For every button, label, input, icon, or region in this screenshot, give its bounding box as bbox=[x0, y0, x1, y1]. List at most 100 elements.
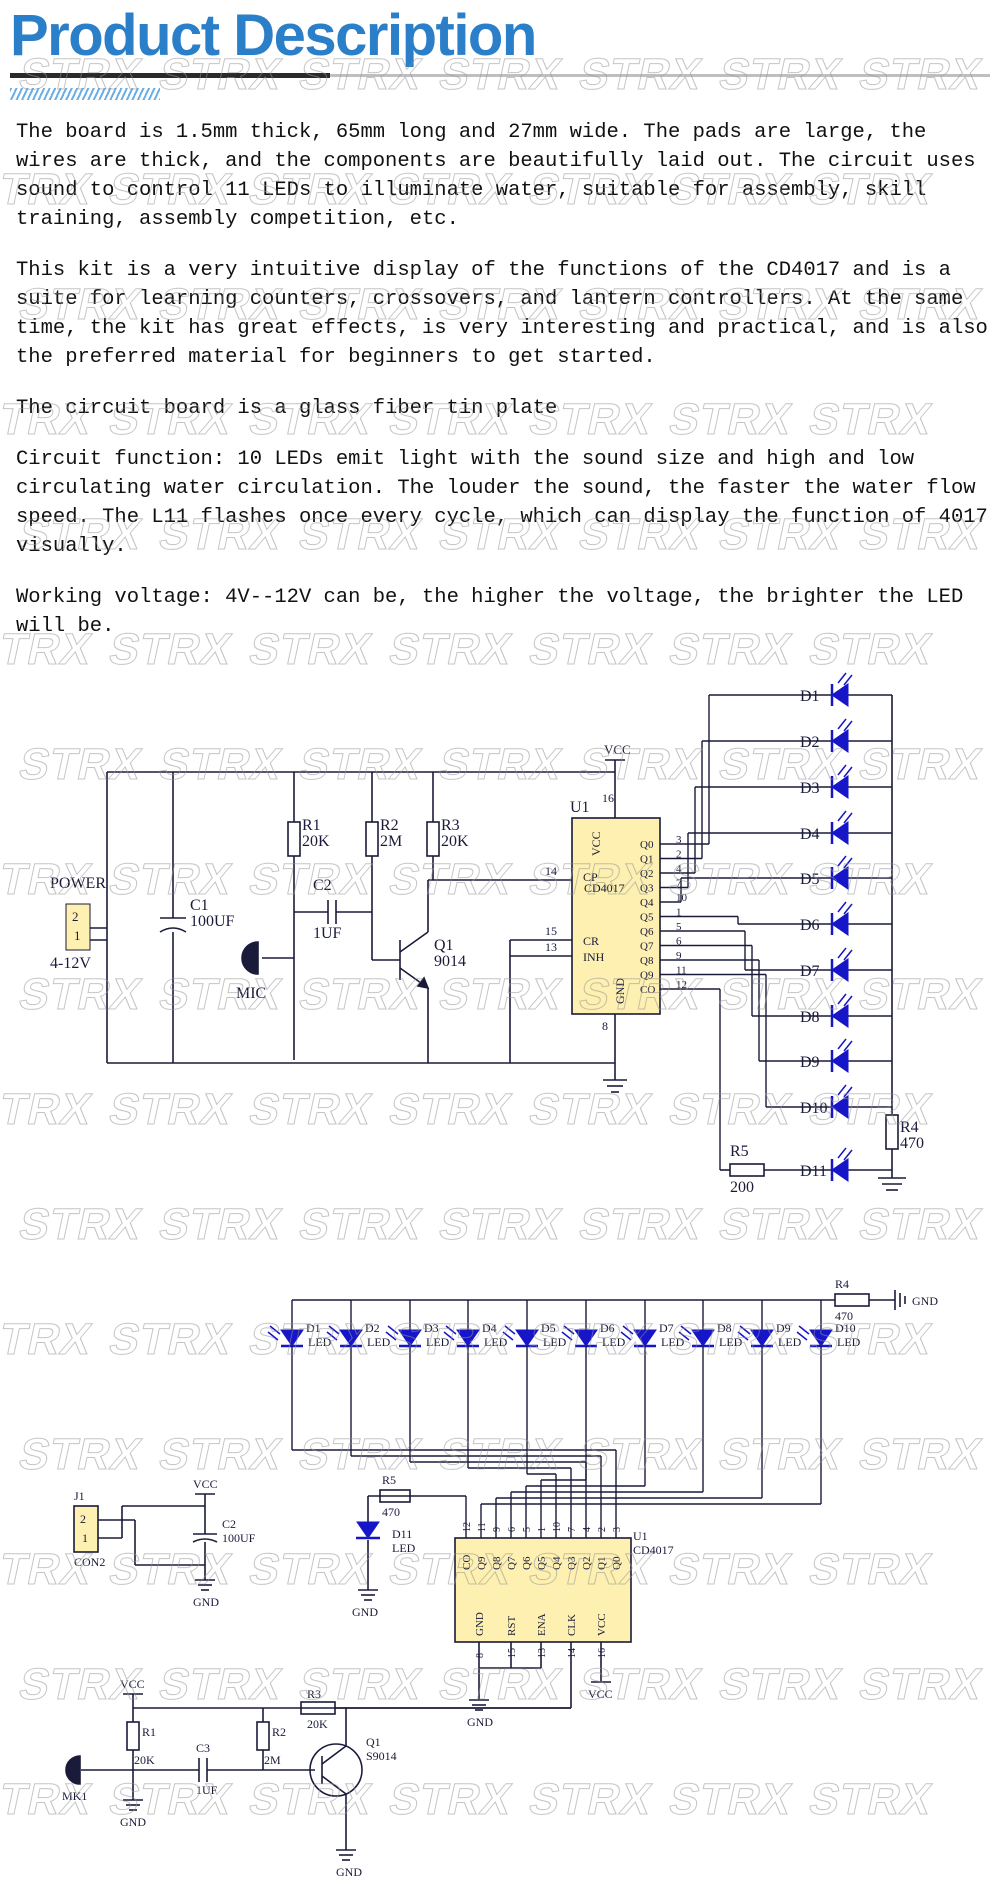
s2-led-text-8: LED bbox=[778, 1335, 802, 1349]
s2-r1-value: 20K bbox=[134, 1753, 155, 1767]
s2-led-d3 bbox=[385, 1325, 422, 1348]
s2-top-num-7: 7 bbox=[567, 1527, 578, 1532]
s1-led-label-d7: D7 bbox=[800, 963, 820, 980]
s1-led-d9 bbox=[830, 1038, 853, 1073]
s2-led-label-d10: D10 bbox=[835, 1321, 856, 1335]
s1-led-label-d1: D1 bbox=[800, 688, 820, 705]
s2-top-num-10: 10 bbox=[552, 1522, 563, 1532]
s2-bot-pin-clk: CLK bbox=[566, 1614, 578, 1636]
r1-label: R1 bbox=[302, 817, 321, 834]
pin-cr: CR bbox=[583, 934, 599, 948]
s1-output-q3: Q3 bbox=[640, 883, 654, 895]
s2-led-d10 bbox=[796, 1325, 833, 1348]
paragraph-kit-purpose: This kit is a very intuitive display of … bbox=[16, 259, 1000, 369]
s2-bot-pin-gnd: GND bbox=[474, 1612, 486, 1636]
s2-led-d5 bbox=[502, 1325, 539, 1348]
s1-out-pin-7: 7 bbox=[676, 878, 682, 890]
s2-bot-num-8: 8 bbox=[475, 1653, 486, 1658]
s1-out-pin-2: 2 bbox=[676, 849, 682, 861]
s2-led-text-3: LED bbox=[484, 1335, 508, 1349]
s2-bot-pin-rst: RST bbox=[506, 1616, 518, 1636]
r1-value: 20K bbox=[302, 833, 330, 850]
s2-c3-value: 1UF bbox=[196, 1783, 218, 1797]
s1-out-pin-1: 1 bbox=[676, 907, 682, 919]
s2-vcc-ic: VCC bbox=[588, 1687, 613, 1701]
s1-led-d11 bbox=[830, 1147, 853, 1182]
s2-led-d7 bbox=[620, 1325, 657, 1348]
d11-led: LED bbox=[392, 1541, 416, 1555]
s2-bot-num-13: 13 bbox=[537, 1648, 548, 1658]
s2-top-pin-q8: Q8 bbox=[491, 1556, 503, 1570]
s2-top-pin-co: CO bbox=[461, 1555, 473, 1570]
s1-led-label-d5: D5 bbox=[800, 871, 820, 888]
s1-led-d4 bbox=[830, 810, 853, 845]
s2-led-label-d7: D7 bbox=[659, 1321, 674, 1335]
s2-u1-label: U1 bbox=[633, 1529, 648, 1543]
s2-vcc-c2: VCC bbox=[193, 1477, 218, 1491]
s2-mk-label: MK1 bbox=[62, 1789, 87, 1803]
s2-r5-label: R5 bbox=[382, 1473, 396, 1487]
s2-top-num-11: 11 bbox=[477, 1522, 488, 1532]
s2-led-text-4: LED bbox=[543, 1335, 567, 1349]
title-underline bbox=[10, 74, 990, 77]
s2-vcc-mic: VCC bbox=[120, 1677, 145, 1691]
s2-led-label-d9: D9 bbox=[776, 1321, 791, 1335]
pin-8: 8 bbox=[602, 1019, 608, 1033]
s2-q1-value: S9014 bbox=[366, 1749, 397, 1763]
s1-output-q8: Q8 bbox=[640, 955, 654, 967]
s1-out-pin-11: 11 bbox=[676, 965, 687, 977]
s2-gnd-mic: GND bbox=[120, 1815, 146, 1829]
s2-led-text-1: LED bbox=[367, 1335, 391, 1349]
s2-bot-num-16: 16 bbox=[597, 1648, 608, 1658]
s2-top-pin-q1: Q1 bbox=[596, 1557, 608, 1570]
s2-led-text-6: LED bbox=[661, 1335, 685, 1349]
s2-bot-pin-ena: ENA bbox=[536, 1613, 548, 1636]
paragraph-working-voltage: Working voltage: 4V--12V can be, the hig… bbox=[16, 586, 976, 638]
s1-led-label-d10: D10 bbox=[800, 1100, 828, 1117]
title-hatch-decoration bbox=[10, 88, 160, 100]
r3-value: 20K bbox=[441, 833, 469, 850]
s1-led-label-d11: D11 bbox=[800, 1163, 827, 1180]
s2-c2-value: 100UF bbox=[222, 1531, 256, 1545]
s2-led-text-0: LED bbox=[308, 1335, 332, 1349]
s2-top-pin-q4: Q4 bbox=[551, 1556, 563, 1570]
s1-output-q6: Q6 bbox=[640, 926, 654, 938]
s2-top-pin-q0: Q0 bbox=[611, 1556, 623, 1570]
pin-13: 13 bbox=[545, 940, 557, 954]
u1-label: U1 bbox=[570, 799, 590, 816]
r2-label: R2 bbox=[380, 817, 399, 834]
power-label: POWER bbox=[50, 875, 106, 892]
s2-gnd-q1: GND bbox=[336, 1865, 362, 1879]
s2-r2-label: R2 bbox=[272, 1725, 286, 1739]
s2-top-num-6: 6 bbox=[507, 1527, 518, 1532]
s1-led-d2 bbox=[830, 718, 853, 753]
s2-top-num-5: 5 bbox=[522, 1527, 533, 1532]
s2-led-d9 bbox=[737, 1325, 774, 1348]
s1-led-label-d8: D8 bbox=[800, 1009, 820, 1026]
s1-out-pin-12: 12 bbox=[676, 979, 687, 991]
s2-led-text-2: LED bbox=[426, 1335, 450, 1349]
s2-q1-label: Q1 bbox=[366, 1735, 381, 1749]
s2-led-label-d8: D8 bbox=[717, 1321, 732, 1335]
vcc-label: VCC bbox=[604, 742, 631, 757]
paragraph-circuit-function: Circuit function: 10 LEDs emit light wit… bbox=[16, 448, 1000, 558]
s1-led-label-d3: D3 bbox=[800, 780, 820, 797]
r4-label: R4 bbox=[900, 1119, 919, 1136]
r5-label: R5 bbox=[730, 1143, 749, 1160]
pin-inh: INH bbox=[583, 950, 605, 964]
s1-led-d7 bbox=[830, 947, 853, 982]
q1-label: Q1 bbox=[434, 937, 454, 954]
title-underline-accent bbox=[10, 73, 330, 78]
r5-value: 200 bbox=[730, 1179, 754, 1196]
s2-led-label-d2: D2 bbox=[365, 1321, 380, 1335]
s2-r3-value: 20K bbox=[307, 1717, 328, 1731]
pin-16: 16 bbox=[602, 791, 614, 805]
s2-led-label-d6: D6 bbox=[600, 1321, 615, 1335]
s1-led-label-d4: D4 bbox=[800, 826, 820, 843]
s1-led-label-d2: D2 bbox=[800, 734, 820, 751]
c2-value: 1UF bbox=[313, 925, 342, 942]
q1-value: 9014 bbox=[434, 953, 466, 970]
s1-led-d5 bbox=[830, 855, 853, 890]
s2-top-num-1: 1 bbox=[537, 1527, 548, 1532]
s2-led-text-9: LED bbox=[837, 1335, 861, 1349]
